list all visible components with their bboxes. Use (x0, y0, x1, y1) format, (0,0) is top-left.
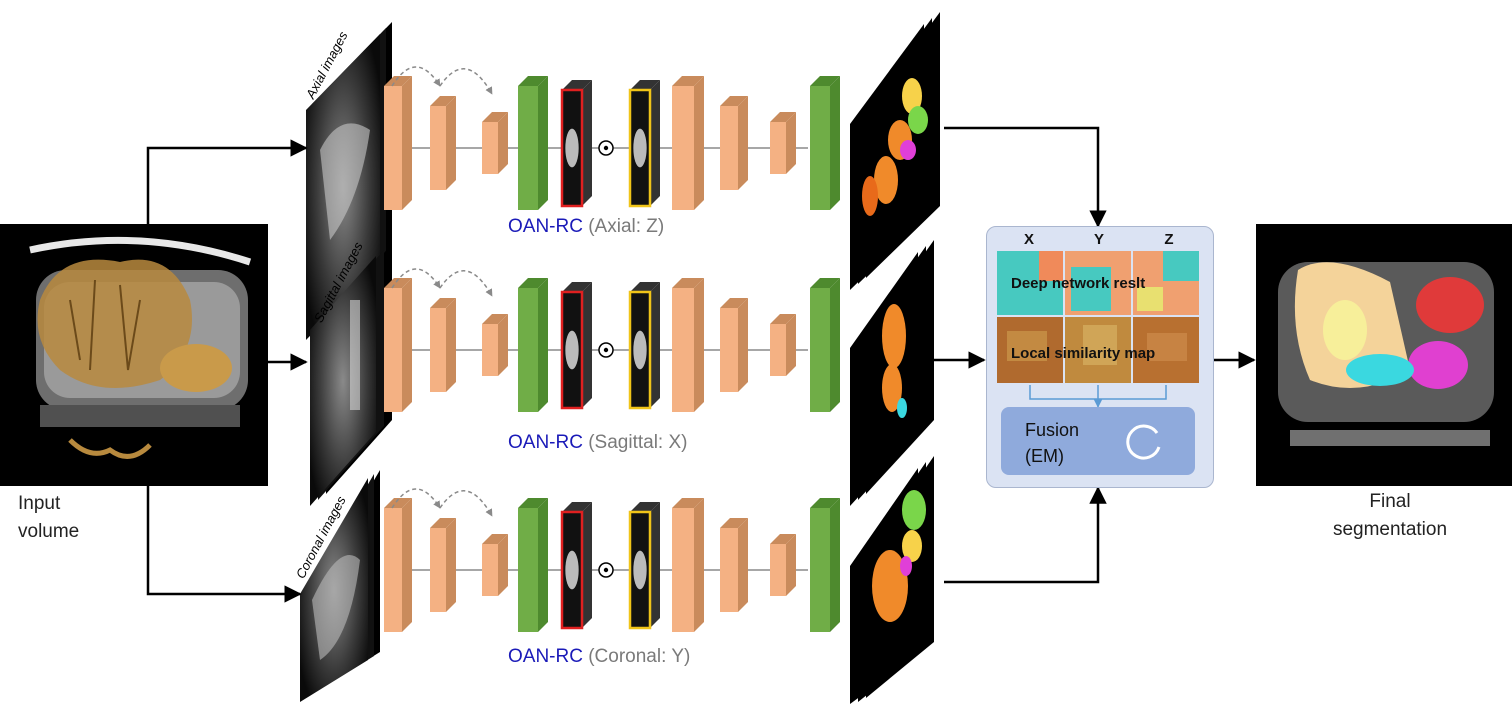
sagittal-network-view: (Sagittal: X) (588, 432, 688, 453)
input-volume-image (0, 224, 268, 486)
sagittal-network-caption: OAN-RC (Sagittal: X) (508, 432, 688, 454)
coronal-slice-stack (300, 470, 380, 702)
coronal-block-5 (628, 502, 660, 630)
fusion-line1: Fusion (1025, 420, 1080, 440)
refresh-icon (1126, 424, 1161, 460)
coronal-output-stack (850, 456, 934, 704)
sagittal-block-4 (560, 282, 592, 410)
axial-block-7 (720, 96, 748, 190)
coronal-block-7 (720, 518, 748, 612)
coronal-network (384, 488, 840, 632)
coronal-skip-arc-1 (439, 490, 493, 517)
coronal-to-fusion-arrow (944, 486, 1107, 584)
axial-network (384, 66, 840, 210)
sagittal-block-9 (810, 278, 840, 412)
sagittal-skip-arc-1 (439, 270, 493, 297)
coronal-block-8 (770, 534, 796, 596)
final-segmentation-image (1256, 224, 1512, 486)
coronal-block-1 (430, 518, 456, 612)
axial-network-tag: OAN-RC (508, 216, 583, 237)
input-to-axial-arrow (146, 139, 308, 224)
coronal-network-view: (Coronal: Y) (588, 646, 691, 667)
coronal-multiply-icon (598, 562, 614, 578)
fusion-panel: X Y Z Deep network reslt Local similarit… (986, 226, 1214, 488)
coronal-network-caption: OAN-RC (Coronal: Y) (508, 646, 690, 668)
sagittal-skip-arc-0 (391, 268, 441, 289)
sagittal-output-stack (850, 240, 934, 506)
network-rows (384, 66, 840, 632)
sagittal-block-3 (518, 278, 548, 412)
fusion-em-text: Fusion (EM) (1025, 417, 1079, 469)
coronal-block-9 (810, 498, 840, 632)
deep-result-y-patch (1071, 267, 1111, 311)
final-label-line1: Final (1369, 491, 1411, 512)
sagittal-block-0 (384, 278, 412, 412)
fusion-thumbnails (997, 251, 1199, 408)
axial-block-4 (560, 80, 592, 208)
coronal-block-2 (482, 534, 508, 596)
coronal-block-3 (518, 498, 548, 632)
axial-skip-arc-0 (391, 66, 441, 87)
coronal-block-6 (672, 498, 704, 632)
sagittal-block-6 (672, 278, 704, 412)
axial-network-caption: OAN-RC (Axial: Z) (508, 216, 664, 238)
sagittal-slice-stack (310, 244, 392, 506)
axial-block-6 (672, 76, 704, 210)
column-header-x: X (1023, 231, 1034, 248)
input-label-line2: volume (18, 521, 80, 542)
sagittal-multiply-icon (598, 342, 614, 358)
axial-network-view: (Axial: Z) (588, 216, 665, 237)
sagittal-block-5 (628, 282, 660, 410)
sagittal-network (384, 268, 840, 412)
sagittal-network-tag: OAN-RC (508, 432, 583, 453)
input-label-line1: Input (18, 493, 61, 514)
sagittal-block-2 (482, 314, 508, 376)
axial-skip-arc-1 (439, 68, 493, 95)
column-header-z: Z (1164, 231, 1174, 248)
deep-result-z-patch (1163, 251, 1199, 281)
final-segmentation-label: Final segmentation (1320, 488, 1460, 544)
sagittal-block-1 (430, 298, 456, 392)
axial-block-1 (430, 96, 456, 190)
input-to-coronal-arrow (146, 486, 302, 603)
coronal-block-4 (560, 502, 592, 630)
deep-result-z-patch2 (1137, 287, 1163, 311)
fusion-line2: (EM) (1025, 446, 1064, 466)
axial-block-3 (518, 76, 548, 210)
final-label-line2: segmentation (1332, 519, 1448, 540)
sagittal-block-7 (720, 298, 748, 392)
axial-slice-stack (306, 22, 392, 340)
deep-network-result-label: Deep network reslt (1011, 275, 1146, 292)
axial-multiply-icon (598, 140, 614, 156)
coronal-block-0 (384, 498, 412, 632)
axial-block-8 (770, 112, 796, 174)
coronal-skip-arc-0 (391, 488, 441, 509)
axial-block-0 (384, 76, 412, 210)
axial-to-fusion-arrow (944, 126, 1107, 228)
axial-output-stack (850, 12, 940, 290)
axial-block-5 (628, 80, 660, 208)
axial-block-2 (482, 112, 508, 174)
input-volume-label: Input volume (18, 490, 79, 546)
column-header-y: Y (1093, 231, 1104, 248)
fusion-em-box: Fusion (EM) (1001, 407, 1195, 475)
axial-block-9 (810, 76, 840, 210)
deep-result-x-patch (1039, 251, 1063, 281)
local-similarity-map-label: Local similarity map (1011, 345, 1156, 362)
sagittal-block-8 (770, 314, 796, 376)
coronal-network-tag: OAN-RC (508, 646, 583, 667)
